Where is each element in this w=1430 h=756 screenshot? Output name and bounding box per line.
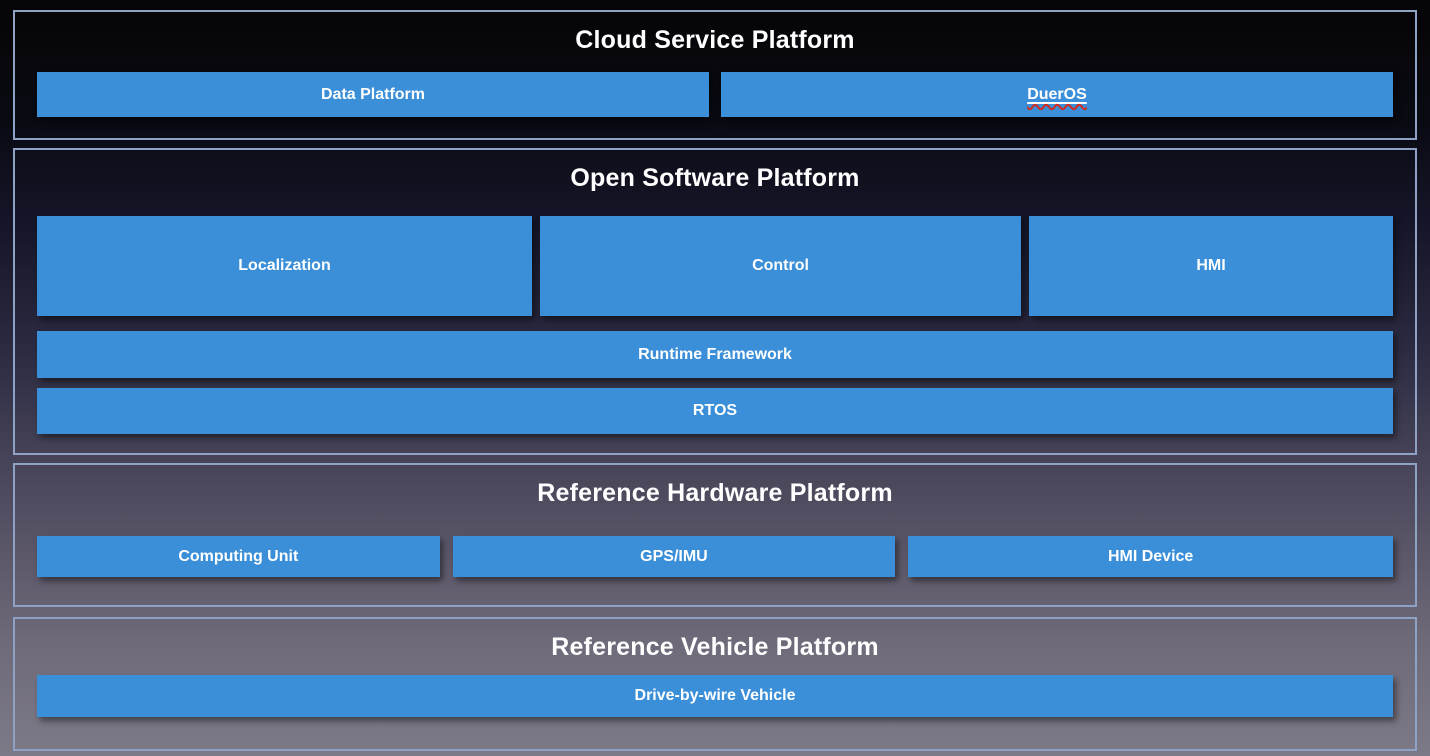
- rtos-row: RTOS: [15, 388, 1415, 434]
- box-runtime-framework: Runtime Framework: [37, 331, 1393, 378]
- runtime-framework-label: Runtime Framework: [638, 345, 792, 363]
- vehicle-boxes-row: Drive-by-wire Vehicle: [15, 675, 1415, 717]
- dueros-label-underline: DuerOS: [1027, 86, 1087, 104]
- section-cloud-service-platform: Cloud Service Platform Data Platform Due…: [13, 10, 1417, 140]
- data-platform-label: Data Platform: [320, 85, 426, 103]
- rtos-label: RTOS: [692, 402, 738, 419]
- hmi-label: HMI: [1196, 257, 1226, 274]
- hardware-section-title: Reference Hardware Platform: [537, 479, 893, 507]
- software-section-title: Open Software Platform: [570, 164, 860, 192]
- cloud-boxes-row: Data Platform DuerOS: [15, 72, 1415, 117]
- box-dueros: DuerOS: [721, 72, 1393, 117]
- gps-imu-label: GPS/IMU: [640, 547, 708, 565]
- dueros-label: DuerOS: [1027, 85, 1087, 103]
- box-drive-by-wire-vehicle: Drive-by-wire Vehicle: [37, 675, 1393, 717]
- computing-unit-label: Computing Unit: [178, 547, 299, 565]
- localization-label: Localization: [238, 257, 331, 274]
- box-rtos: RTOS: [37, 388, 1393, 434]
- hmi-device-label: HMI Device: [1107, 547, 1194, 565]
- box-control: Control: [540, 216, 1021, 316]
- box-computing-unit: Computing Unit: [37, 536, 440, 577]
- drive-by-wire-label: Drive-by-wire Vehicle: [634, 687, 796, 704]
- vehicle-section-title: Reference Vehicle Platform: [551, 633, 879, 661]
- cloud-section-title: Cloud Service Platform: [575, 26, 855, 54]
- section-reference-hardware-platform: Reference Hardware Platform Computing Un…: [13, 463, 1417, 607]
- box-hmi: HMI: [1029, 216, 1393, 316]
- box-localization: Localization: [37, 216, 532, 316]
- section-reference-vehicle-platform: Reference Vehicle Platform Drive-by-wire…: [13, 617, 1417, 751]
- hardware-boxes-row: Computing Unit GPS/IMU HMI Device: [15, 536, 1415, 577]
- software-modules-row: Localization Control HMI: [15, 216, 1415, 316]
- box-data-platform: Data Platform: [37, 72, 709, 117]
- section-open-software-platform: Open Software Platform Localization Cont…: [13, 148, 1417, 455]
- control-label: Control: [752, 257, 809, 274]
- runtime-framework-row: Runtime Framework: [15, 331, 1415, 378]
- box-hmi-device: HMI Device: [908, 536, 1394, 577]
- box-gps-imu: GPS/IMU: [452, 536, 896, 577]
